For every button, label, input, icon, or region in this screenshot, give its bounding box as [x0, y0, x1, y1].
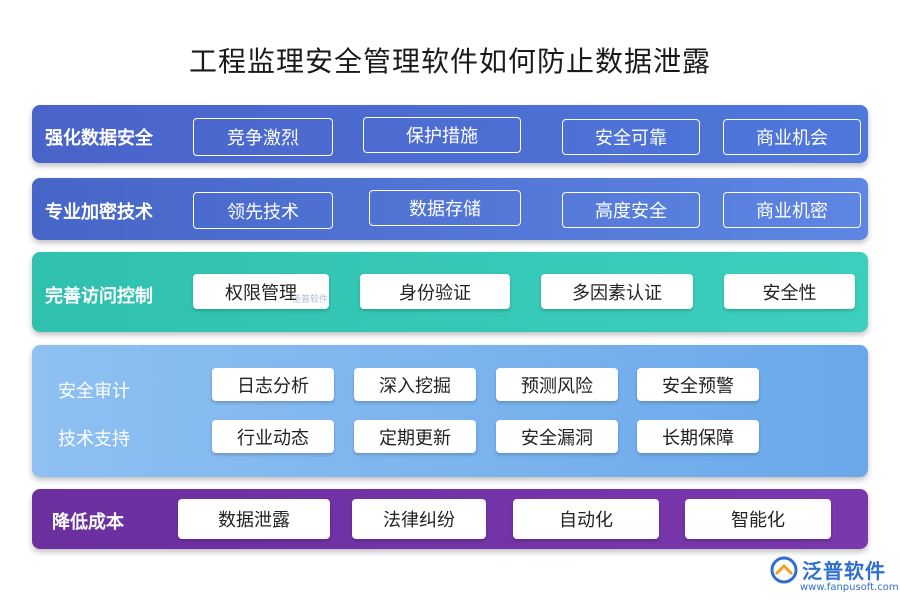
chip: 智能化 [685, 499, 831, 539]
band-professional-encryption [32, 178, 868, 240]
chip: 安全预警 [637, 368, 759, 401]
band-label: 专业加密技术 [45, 202, 153, 223]
brand-url: www.fanpusoft.com [800, 582, 899, 593]
chip: 多因素认证 [541, 274, 693, 309]
chip: 领先技术 [193, 192, 333, 229]
band-label: 技术支持 [58, 429, 130, 450]
band-label: 降低成本 [52, 512, 124, 533]
watermark: 泛普软件 [292, 295, 329, 305]
diagram-title: 工程监理安全管理软件如何防止数据泄露 [188, 45, 711, 78]
chip: 安全性 [724, 274, 855, 309]
chip: 安全可靠 [562, 119, 700, 155]
brand-logo: 泛普软件 [770, 555, 886, 584]
chip: 权限管理 [193, 274, 329, 309]
chip: 深入挖掘 [354, 368, 476, 401]
chip: 商业机会 [723, 119, 861, 155]
chip: 竞争激烈 [193, 118, 333, 156]
band-label: 安全审计 [58, 381, 130, 402]
chip: 数据存储 [369, 190, 521, 226]
chip: 商业机密 [723, 192, 861, 228]
chip: 定期更新 [354, 420, 476, 453]
chip: 保护措施 [363, 117, 521, 153]
chip: 安全漏洞 [496, 420, 618, 453]
brand-name: 泛普软件 [802, 559, 886, 583]
band-strengthen-data-security [32, 105, 868, 163]
band-audit-support [32, 345, 868, 477]
band-label: 强化数据安全 [45, 128, 153, 149]
chip: 自动化 [513, 499, 659, 539]
chip: 身份验证 [360, 274, 510, 309]
chip: 法律纠纷 [352, 499, 486, 539]
band-label: 完善访问控制 [45, 286, 153, 307]
chip: 长期保障 [637, 420, 759, 453]
chip: 高度安全 [562, 192, 700, 228]
chip: 数据泄露 [178, 499, 330, 539]
chip: 行业动态 [212, 420, 334, 453]
brand-mark-icon [770, 556, 798, 583]
chip: 日志分析 [212, 368, 334, 401]
chip: 预测风险 [496, 368, 618, 401]
